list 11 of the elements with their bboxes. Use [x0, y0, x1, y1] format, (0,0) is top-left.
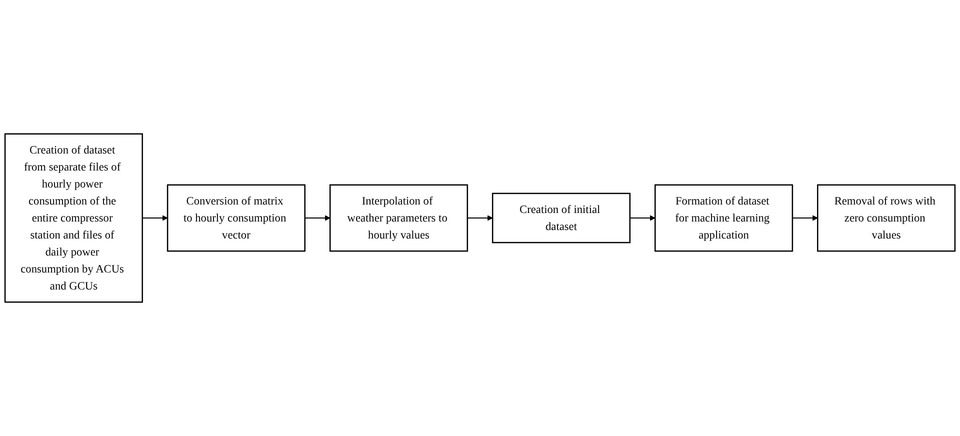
- node-box: Conversion of matrix to hourly consumption vector: [166, 184, 306, 252]
- node-box: Interpolation of weather parameters to hourly values: [329, 184, 468, 252]
- arrow: [629, 215, 656, 221]
- node-box: Creation of initial dataset: [492, 192, 631, 244]
- arrow: [466, 215, 493, 221]
- node-box: Creation of dataset from separate files of hourly power consumption of the entire compressor station and files of daily power consumption by ACUs and GCUs: [4, 133, 143, 303]
- arrow: [142, 215, 168, 221]
- node-box: Removal of rows with zero consumption values: [817, 184, 956, 252]
- arrow: [792, 215, 818, 221]
- node-box: Formation of dataset for machine learning application: [654, 184, 794, 252]
- arrow: [304, 215, 330, 221]
